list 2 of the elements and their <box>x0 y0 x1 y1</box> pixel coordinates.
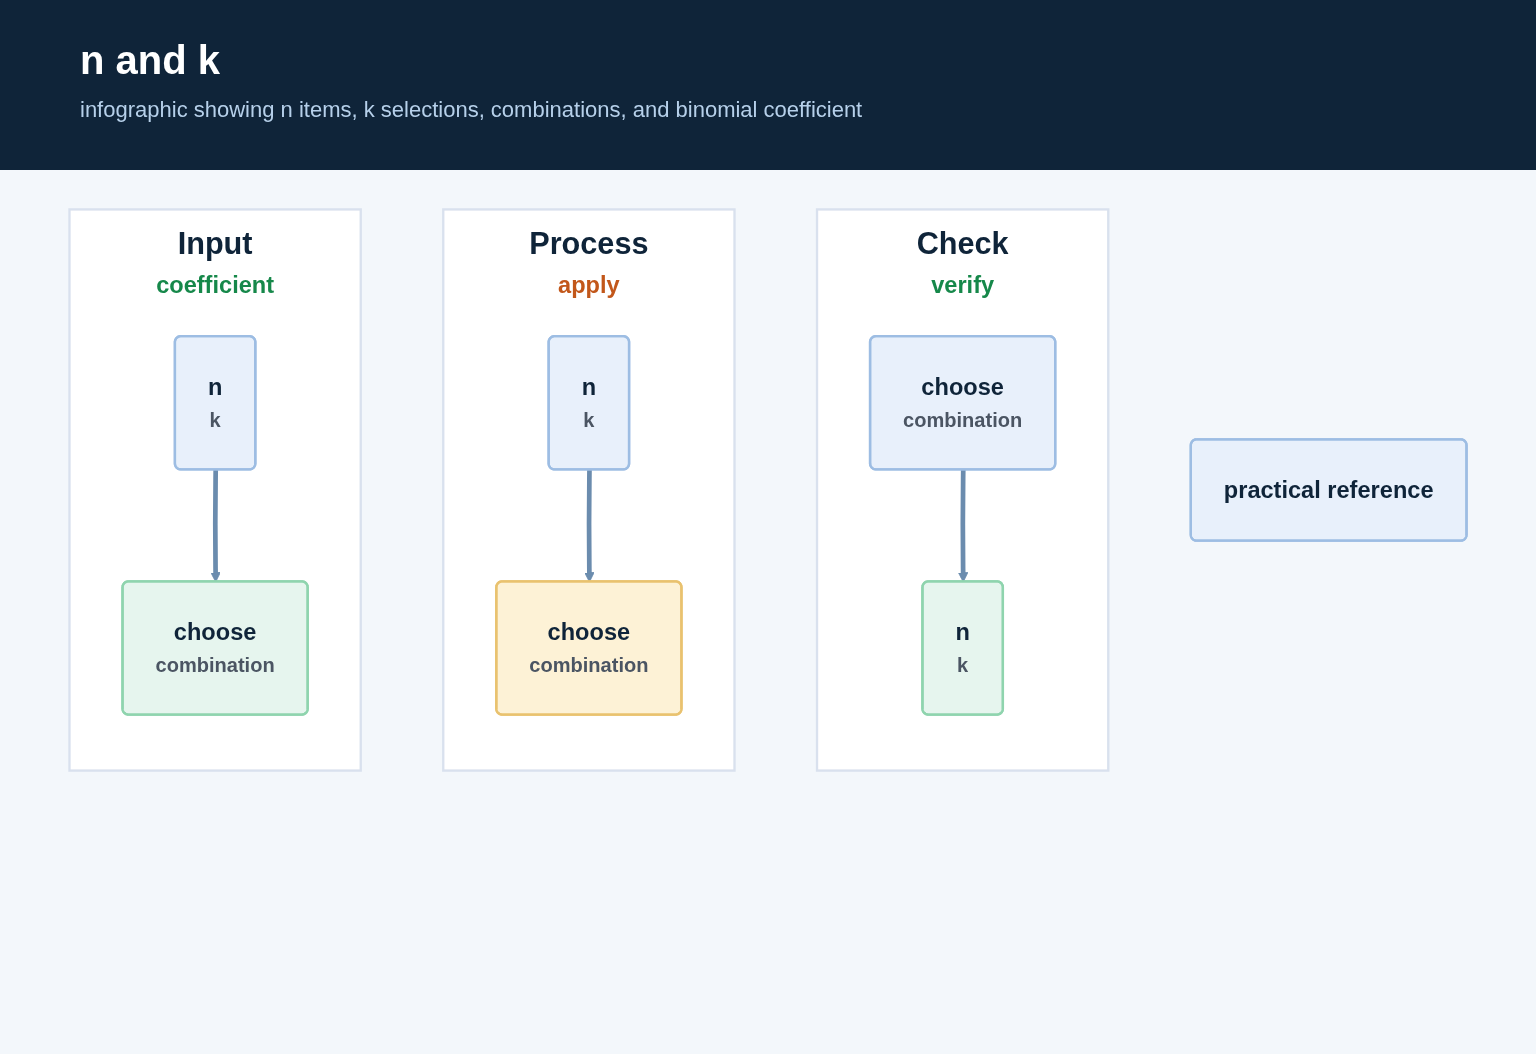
subtitle: infographic showing n items, k selections, combinations, and binomial coefficient <box>80 97 863 123</box>
title: n and k <box>80 38 221 83</box>
